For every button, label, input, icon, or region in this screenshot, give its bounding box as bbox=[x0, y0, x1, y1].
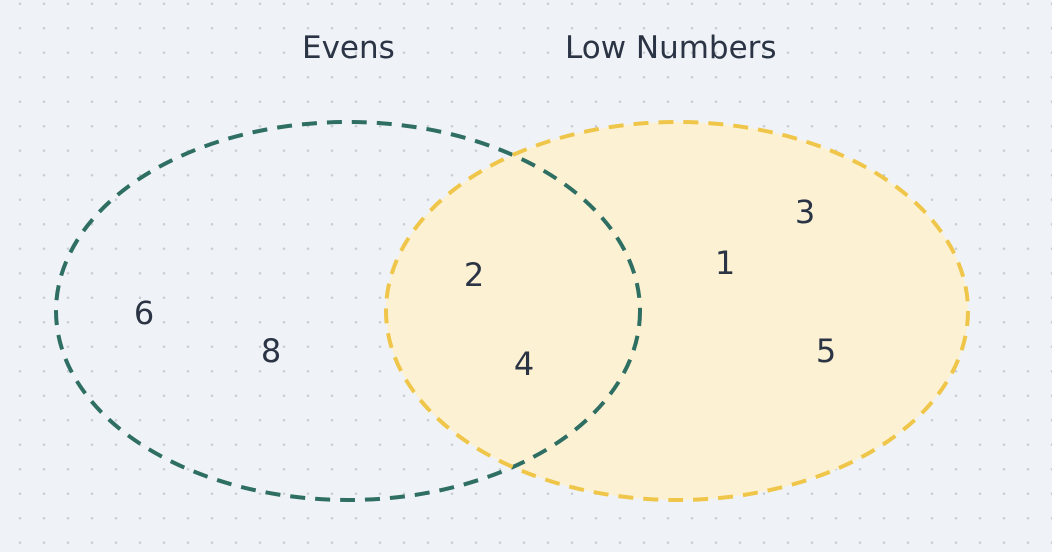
low-only-member: 5 bbox=[815, 332, 837, 370]
low-numbers-set-fill bbox=[386, 122, 968, 500]
low-numbers-set-outline bbox=[384, 120, 970, 502]
evens-only-member: 6 bbox=[133, 294, 155, 332]
intersection-member: 4 bbox=[513, 345, 535, 383]
intersection-member: 2 bbox=[463, 256, 485, 294]
low-numbers-set-label: Low Numbers bbox=[565, 30, 777, 66]
evens-set-label: Evens bbox=[302, 30, 395, 66]
low-only-member: 3 bbox=[794, 193, 816, 231]
evens-only-member: 8 bbox=[260, 332, 282, 370]
evens-set-outline bbox=[54, 120, 642, 502]
low-only-member: 1 bbox=[714, 244, 736, 282]
